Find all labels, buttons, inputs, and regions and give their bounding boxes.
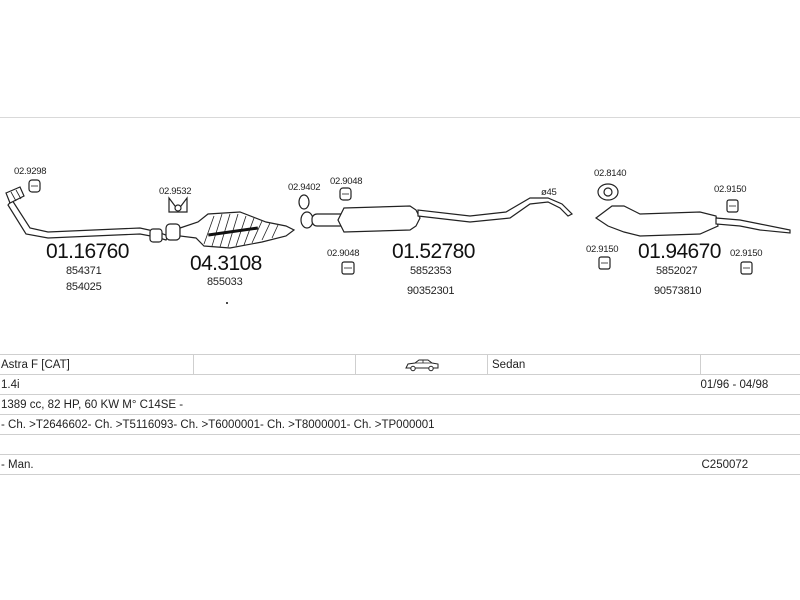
chassis-cell: - Ch. >T2646602- Ch. >T5116093- Ch. >T60… bbox=[0, 414, 800, 435]
catalytic-converter bbox=[165, 211, 296, 304]
fitting-label: 02.9048 bbox=[327, 248, 359, 259]
fitting-label: 02.9150 bbox=[714, 184, 746, 195]
fitting-label: 02.9150 bbox=[730, 248, 762, 259]
table-row: - Man. C250072 bbox=[0, 454, 800, 475]
gasket-9532: 02.9532 bbox=[159, 186, 192, 213]
part-ref: 5852027 bbox=[656, 265, 698, 277]
part-ref: 854371 bbox=[66, 265, 102, 277]
part-ref: 854025 bbox=[66, 281, 102, 293]
part-ref: 5852353 bbox=[410, 265, 452, 277]
part-number: 01.52780 bbox=[392, 240, 475, 263]
vehicle-info-table: Astra F [CAT] Sedan 1.4i 01/96 - 04/98 1… bbox=[0, 354, 800, 475]
pipe-diameter-label: ø45 bbox=[541, 187, 556, 198]
part-ref: 855033 bbox=[207, 276, 243, 288]
table-row: 1.4i 01/96 - 04/98 bbox=[0, 374, 800, 395]
exhaust-diagram: 02.9298 02.9532 02.9402 02.9048 bbox=[5, 166, 791, 304]
body-type-cell: Sedan bbox=[487, 354, 701, 375]
sedan-car-icon bbox=[405, 359, 439, 371]
front-pipe bbox=[5, 186, 169, 243]
table-row: Astra F [CAT] Sedan bbox=[0, 354, 800, 375]
part-number: 04.3108 bbox=[190, 252, 262, 275]
fitting-label: 02.9048 bbox=[330, 176, 362, 187]
part-ref: 90573810 bbox=[654, 285, 701, 297]
specs-cell: 1389 cc, 82 HP, 60 KW M° C14SE - bbox=[0, 394, 800, 415]
body-icon-cell bbox=[355, 354, 488, 375]
part-ref: 90352301 bbox=[407, 285, 454, 297]
center-silencer bbox=[300, 197, 574, 233]
hanger-9150-left: 02.9150 bbox=[586, 244, 619, 270]
hanger-9150-top: 02.9150 bbox=[714, 184, 747, 213]
code-cell: C250072 bbox=[700, 454, 800, 475]
engine-cell: 1.4i bbox=[0, 374, 701, 395]
table-row bbox=[0, 434, 800, 455]
table-row: - Ch. >T2646602- Ch. >T5116093- Ch. >T60… bbox=[0, 414, 800, 435]
model-cell: Astra F [CAT] bbox=[0, 354, 194, 375]
part-number: 01.16760 bbox=[46, 240, 129, 263]
fitting-label: 02.8140 bbox=[594, 168, 626, 179]
part-number: 01.94670 bbox=[638, 240, 721, 263]
hanger-9150-right: 02.9150 bbox=[730, 248, 763, 275]
clamp-9048-bottom: 02.9048 bbox=[327, 248, 360, 275]
fitting-label: 02.9402 bbox=[288, 182, 320, 193]
gasket-9402: 02.9402 bbox=[288, 182, 321, 210]
rear-silencer bbox=[594, 205, 791, 237]
frame-top-border bbox=[0, 117, 800, 118]
table-row: 1389 cc, 82 HP, 60 KW M° C14SE - bbox=[0, 394, 800, 415]
transmission-cell: - Man. bbox=[0, 454, 701, 475]
dates-cell: 01/96 - 04/98 bbox=[700, 374, 800, 395]
hanger-8140: 02.8140 bbox=[594, 168, 627, 201]
fitting-label: 02.9150 bbox=[586, 244, 618, 255]
clamp-9298: 02.9298 bbox=[14, 166, 47, 193]
fitting-label: 02.9532 bbox=[159, 186, 191, 197]
fitting-label: 02.9298 bbox=[14, 166, 46, 177]
clamp-9048-top: 02.9048 bbox=[330, 176, 363, 201]
